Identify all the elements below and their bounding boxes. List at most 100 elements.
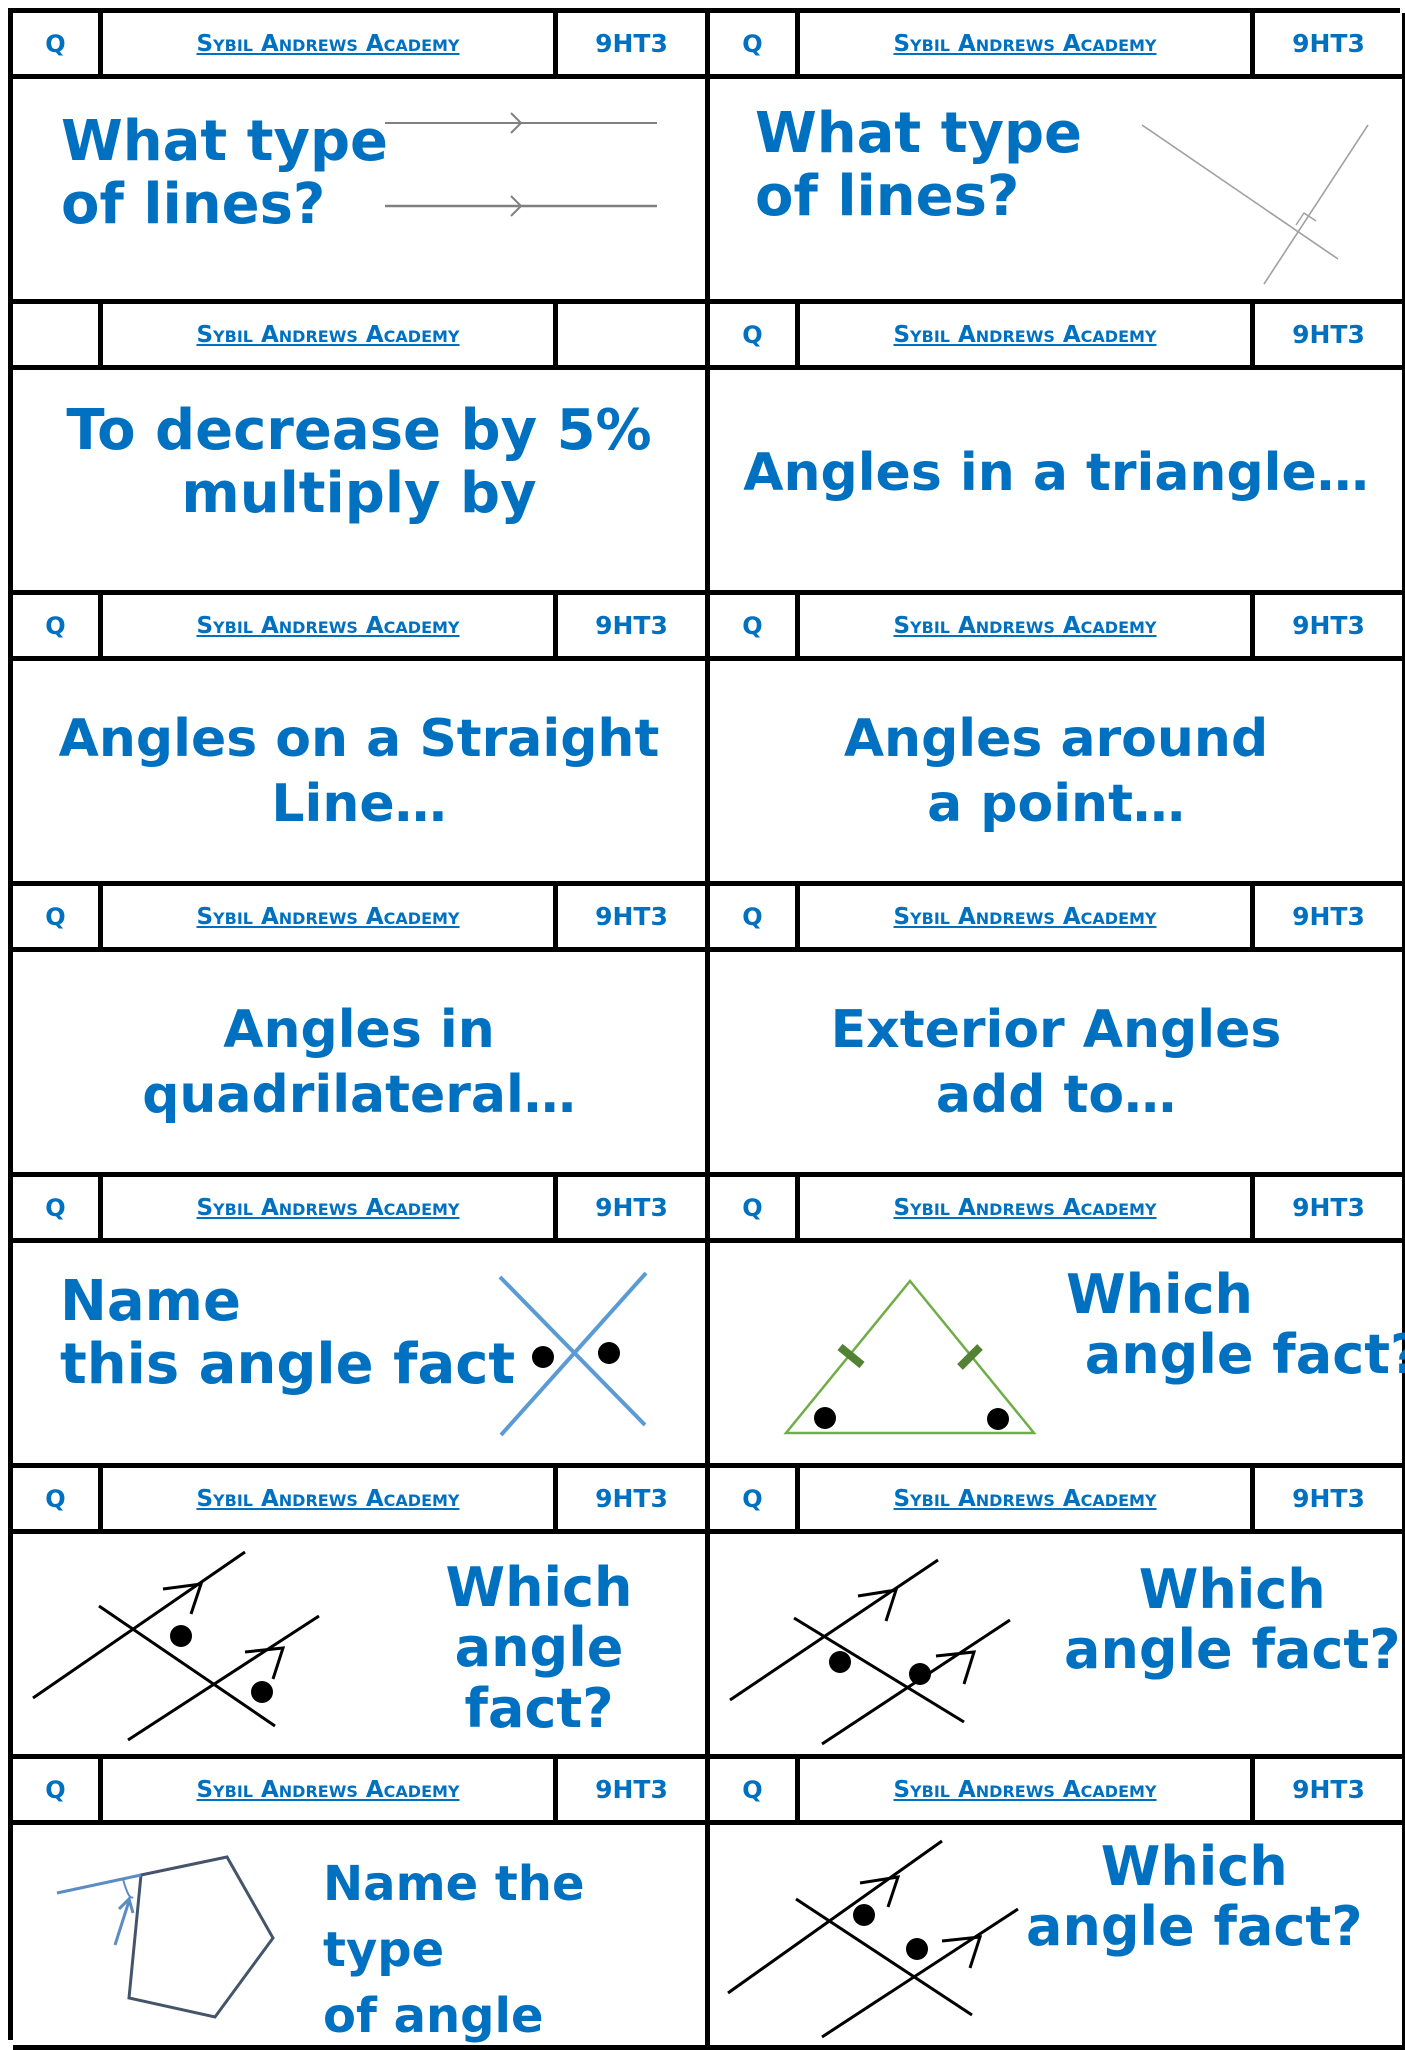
question-line-2: angle fact? — [454, 1616, 624, 1740]
academy-name[interactable]: Sybil Andrews Academy — [103, 1468, 558, 1529]
q-label: Q — [13, 1177, 103, 1238]
card-header: Q Sybil Andrews Academy 9HT3 — [710, 1759, 1402, 1825]
question-line-1: Angles in — [223, 1000, 495, 1060]
card-header: Q Sybil Andrews Academy 9HT3 — [710, 304, 1402, 370]
version-code — [558, 304, 705, 365]
academy-name[interactable]: Sybil Andrews Academy — [103, 886, 558, 947]
question-line-1: Name — [60, 1269, 241, 1334]
academy-name[interactable]: Sybil Andrews Academy — [800, 595, 1255, 656]
card-body: What type of lines? — [13, 79, 705, 299]
question-text: Name this angle fact — [60, 1269, 515, 1396]
question-line-1: What type — [61, 109, 389, 174]
card-body: Which angle fact? — [710, 1243, 1405, 1463]
academy-name[interactable]: Sybil Andrews Academy — [103, 1177, 558, 1238]
q-label: Q — [13, 886, 103, 947]
card-body: Name the type of angle — [13, 1825, 705, 2045]
card-header: Q Sybil Andrews Academy 9HT3 — [13, 1177, 705, 1243]
version-code: 9HT3 — [595, 1193, 668, 1222]
academy-name[interactable]: Sybil Andrews Academy — [103, 13, 558, 74]
q-label: Q — [13, 1468, 103, 1529]
question-text: Angles around a point… — [710, 707, 1402, 837]
q-label: Q — [13, 13, 103, 74]
question-text: What type of lines? — [61, 109, 389, 236]
question-line-1: Angles around — [843, 709, 1269, 769]
version-code: 9HT3 — [1292, 29, 1365, 58]
question-line-2: angle fact? — [1066, 1323, 1405, 1387]
card-header: Q Sybil Andrews Academy 9HT3 — [13, 595, 705, 661]
isosceles-triangle-icon — [783, 1279, 1037, 1435]
question-line-1: Which — [1100, 1835, 1288, 1898]
card-body: Which angle fact? — [13, 1534, 705, 1754]
card-angles-around-point: Q Sybil Andrews Academy 9HT3 Angles arou… — [710, 595, 1405, 886]
card-exterior-angle-pentagon: Q Sybil Andrews Academy 9HT3 Name the ty… — [13, 1759, 710, 2050]
question-line-1: Exterior Angles — [830, 1000, 1282, 1060]
card-header: Sybil Andrews Academy — [13, 304, 705, 370]
card-triangle-angles: Q Sybil Andrews Academy 9HT3 Angles in a… — [710, 304, 1405, 595]
q-label: Q — [710, 13, 800, 74]
card-exterior-angles: Q Sybil Andrews Academy 9HT3 Exterior An… — [710, 886, 1405, 1177]
q-label: Q — [710, 595, 800, 656]
question-line-2: add to… — [935, 1065, 1177, 1125]
question-text: To decrease by 5% multiply by — [13, 398, 705, 526]
card-header: Q Sybil Andrews Academy 9HT3 — [710, 886, 1402, 952]
alternate-angles-icon — [727, 1839, 1019, 2039]
q-label: Q — [13, 595, 103, 656]
version-code: 9HT3 — [595, 611, 668, 640]
version-code: 9HT3 — [595, 1775, 668, 1804]
academy-name[interactable]: Sybil Andrews Academy — [800, 1759, 1255, 1820]
card-alternate-angles: Q Sybil Andrews Academy 9HT3 Which angle… — [710, 1468, 1405, 1759]
q-label: Q — [710, 886, 800, 947]
card-header: Q Sybil Andrews Academy 9HT3 — [13, 1759, 705, 1825]
card-percentage-decrease: Sybil Andrews Academy To decrease by 5% … — [13, 304, 710, 595]
question-line-1: To decrease by 5% — [66, 398, 652, 463]
academy-name[interactable]: Sybil Andrews Academy — [800, 304, 1255, 365]
card-straight-line-angles: Q Sybil Andrews Academy 9HT3 Angles on a… — [13, 595, 710, 886]
perpendicular-lines-icon — [1141, 124, 1369, 285]
alternate-angles-icon — [729, 1558, 1011, 1746]
question-text: Angles in a triangle… — [710, 444, 1402, 502]
question-line-2: angle fact? — [1064, 1618, 1401, 1682]
card-header: Q Sybil Andrews Academy 9HT3 — [710, 13, 1402, 79]
question-line-2: quadrilateral… — [142, 1065, 576, 1125]
question-text: Angles in quadrilateral… — [13, 998, 705, 1128]
revision-card-sheet: Q Sybil Andrews Academy 9HT3 What type o… — [8, 8, 1405, 2050]
card-body: Angles in a triangle… — [710, 370, 1402, 590]
question-line-1: Which — [1066, 1263, 1253, 1326]
exterior-angle-pentagon-icon — [56, 1855, 275, 2019]
card-header: Q Sybil Andrews Academy 9HT3 — [13, 13, 705, 79]
academy-name[interactable]: Sybil Andrews Academy — [103, 1759, 558, 1820]
card-body: Exterior Angles add to… — [710, 952, 1402, 1172]
version-code: 9HT3 — [1292, 902, 1365, 931]
card-body: Which angle fact? — [710, 1825, 1402, 2045]
version-code: 9HT3 — [1292, 611, 1365, 640]
question-text: Exterior Angles add to… — [710, 998, 1402, 1128]
academy-name[interactable]: Sybil Andrews Academy — [103, 304, 558, 365]
card-alternate-angles-2: Q Sybil Andrews Academy 9HT3 Which angle… — [710, 1759, 1405, 2050]
card-isosceles-triangle: Q Sybil Andrews Academy 9HT3 Which angle… — [710, 1177, 1405, 1468]
question-line-1: Which — [1138, 1558, 1326, 1621]
card-vertically-opposite: Q Sybil Andrews Academy 9HT3 Name this a… — [13, 1177, 710, 1468]
card-parallel-lines: Q Sybil Andrews Academy 9HT3 What type o… — [13, 13, 710, 304]
q-label: Q — [13, 1759, 103, 1820]
version-code: 9HT3 — [595, 902, 668, 931]
academy-name[interactable]: Sybil Andrews Academy — [800, 886, 1255, 947]
card-body: To decrease by 5% multiply by — [13, 370, 705, 590]
question-line-2: Line… — [271, 774, 447, 834]
q-label — [13, 304, 103, 365]
question-line-1: What type — [755, 101, 1083, 166]
academy-name[interactable]: Sybil Andrews Academy — [800, 13, 1255, 74]
version-code: 9HT3 — [595, 29, 668, 58]
question-text: What type of lines? — [755, 101, 1083, 228]
card-body: Angles on a Straight Line… — [13, 661, 705, 881]
question-line-2: of angle — [323, 1988, 544, 2045]
academy-name[interactable]: Sybil Andrews Academy — [103, 595, 558, 656]
question-text: Which angle fact? — [373, 1556, 705, 1740]
question-line-1: Which — [445, 1556, 633, 1619]
card-body: Which angle fact? — [710, 1534, 1402, 1754]
question-line-2: multiply by — [181, 460, 537, 526]
question-text: Angles on a Straight Line… — [13, 707, 705, 837]
question-line-1: Angles in a triangle… — [743, 443, 1369, 503]
academy-name[interactable]: Sybil Andrews Academy — [800, 1177, 1255, 1238]
vertically-opposite-angles-icon — [498, 1271, 648, 1437]
academy-name[interactable]: Sybil Andrews Academy — [800, 1468, 1255, 1529]
